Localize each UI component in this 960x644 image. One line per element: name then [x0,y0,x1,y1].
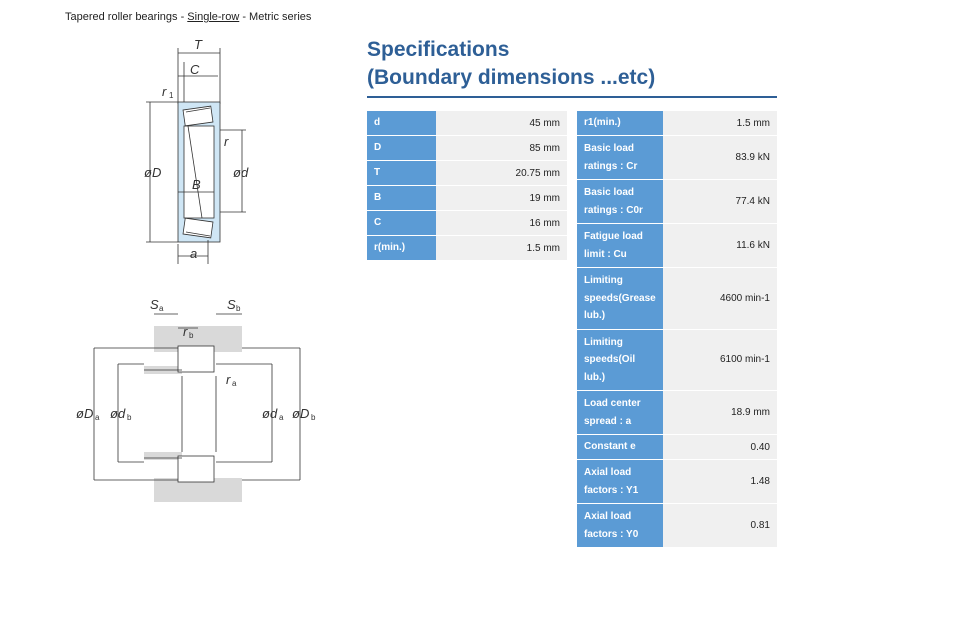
bearing-dimensions-diagram: T C r 1 r øD ød B a [144,37,249,264]
specifications-subtitle: (Boundary dimensions ...etc) [367,66,656,89]
label-r1: r [162,84,167,99]
label-c: C [190,62,200,77]
breadcrumb-prefix: Tapered roller bearings - [65,11,188,23]
label-rb-sub: b [189,331,194,340]
boundary-dimension-value: 20.75 mm [436,161,567,185]
boundary-dimension-value: 45 mm [436,111,567,135]
label-sb: S [227,297,236,312]
label-t: T [194,37,203,52]
boundary-dimension-value: 16 mm [436,211,567,235]
rating-value: 0.81 [662,504,777,547]
rating-key: Fatigue load limit : Cu [577,224,663,267]
breadcrumb: Tapered roller bearings - Single-row - M… [65,11,311,23]
rating-key: r1(min.) [577,111,663,135]
rating-key: Constant e [577,435,663,459]
boundary-dimension-key: r(min.) [367,236,436,260]
rating-key: Axial load factors : Y1 [577,460,663,503]
label-r: r [224,134,229,149]
rating-value: 77.4 kN [662,180,777,223]
rating-key: Basic load ratings : C0r [577,180,663,223]
label-sa: S [150,297,159,312]
label-db-housing-sub: b [311,413,316,422]
label-db-shaft: ød [110,406,126,421]
label-outer-diameter: øD [144,165,161,180]
rating-key: Basic load ratings : Cr [577,136,663,179]
boundary-dimension-key: D [367,136,436,160]
mounting-dimensions-diagram: S a S b r b r a øD a ød b ød a øD b [76,297,316,502]
rating-key: Axial load factors : Y0 [577,504,663,547]
label-da-shaft: ød [262,406,278,421]
rating-value: 11.6 kN [662,224,777,267]
label-db-housing: øD [292,406,309,421]
rating-value: 4600 min-1 [662,268,777,329]
label-da-housing: øD [76,406,93,421]
specifications-heading: Specifications (Boundary dimensions ...e… [367,36,777,98]
rating-value: 1.48 [662,460,777,503]
label-sb-sub: b [236,304,241,313]
boundary-dimension-value: 85 mm [436,136,567,160]
boundary-dimension-value: 1.5 mm [436,236,567,260]
label-db-shaft-sub: b [127,413,132,422]
rating-value: 1.5 mm [662,111,777,135]
rating-key: Load center spread : a [577,391,663,434]
label-bore-diameter: ød [233,165,249,180]
rating-value: 83.9 kN [662,136,777,179]
label-ra-sub: a [232,379,237,388]
boundary-dimension-key: B [367,186,436,210]
rating-row: r1(min.)1.5 mm [577,111,777,135]
label-da-shaft-sub: a [279,413,284,422]
boundary-dimension-key: C [367,211,436,235]
label-r1-sub: 1 [169,91,174,100]
rating-key: Limiting speeds(Oil lub.) [577,329,663,390]
boundary-dimension-value: 19 mm [436,186,567,210]
boundary-dimension-key: T [367,161,436,185]
rating-value: 18.9 mm [662,391,777,434]
label-ra: r [226,372,231,387]
breadcrumb-suffix: - Metric series [239,11,312,23]
label-sa-sub: a [159,304,164,313]
specifications-title: Specifications [367,38,510,61]
label-a: a [190,246,197,261]
rating-key: Limiting speeds(Grease lub.) [577,268,663,329]
label-da-housing-sub: a [95,413,100,422]
rating-row: Limiting speeds(Oil lub.)6100 min-1 [577,329,777,390]
rating-row: Limiting speeds(Grease lub.)4600 min-1 [577,268,777,329]
rating-value: 0.40 [662,435,777,459]
rating-value: 6100 min-1 [662,329,777,390]
breadcrumb-link-single-row[interactable]: Single-row [187,11,240,23]
boundary-dimension-row: r(min.)1.5 mm [367,236,567,260]
label-b: B [192,177,201,192]
boundary-dimension-key: d [367,111,436,135]
label-rb: r [183,324,188,339]
